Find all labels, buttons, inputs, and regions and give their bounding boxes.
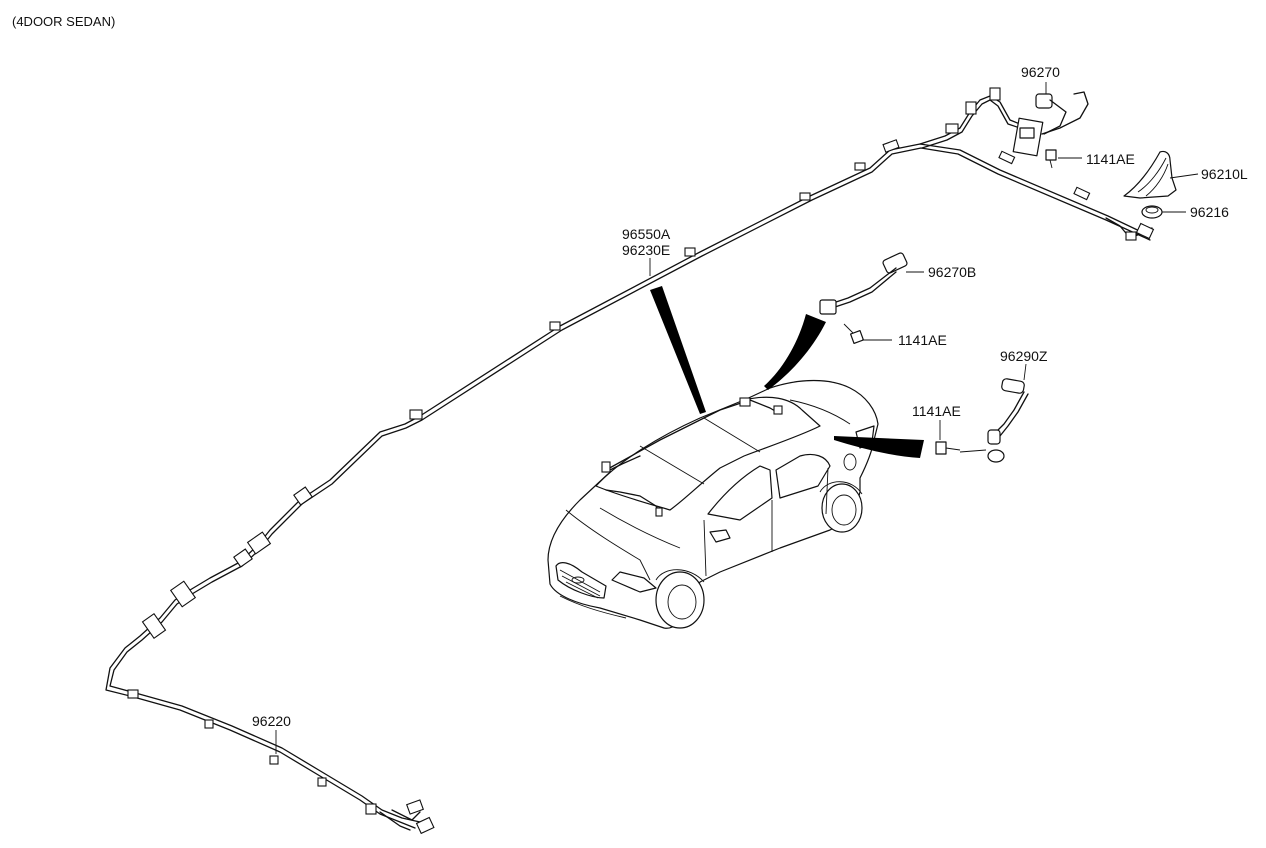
label-1141AE-top: 1141AE: [1086, 151, 1135, 167]
part-labels: 96270 1141AE 96210L 96216 96550A 96230E …: [252, 64, 1248, 729]
bolt-icon: [935, 441, 961, 455]
variant-caption: (4DOOR SEDAN): [12, 14, 115, 29]
label-96270: 96270: [1021, 64, 1060, 80]
bolt-icon: [843, 323, 865, 345]
sedan-car-icon: [547, 379, 879, 629]
leader-lines: [275, 82, 1199, 754]
label-96220: 96220: [252, 713, 291, 729]
label-96290Z: 96290Z: [1000, 348, 1048, 364]
label-96210L: 96210L: [1201, 166, 1248, 182]
module-96290Z: [935, 378, 1029, 463]
label-96270B: 96270B: [928, 264, 976, 280]
shark-fin-antenna-icon: [1123, 150, 1177, 199]
pointer-wedges: [650, 286, 924, 458]
label-96230E: 96230E: [622, 242, 670, 258]
module-96270B: [819, 252, 908, 345]
grommet-icon: [1141, 205, 1163, 219]
label-1141AE-mid: 1141AE: [898, 332, 947, 348]
label-96216: 96216: [1190, 204, 1229, 220]
label-1141AE-left: 1141AE: [912, 403, 961, 419]
main-roof-harness: [105, 87, 1155, 835]
label-96550A: 96550A: [622, 226, 671, 242]
module-96270: [1012, 91, 1089, 169]
